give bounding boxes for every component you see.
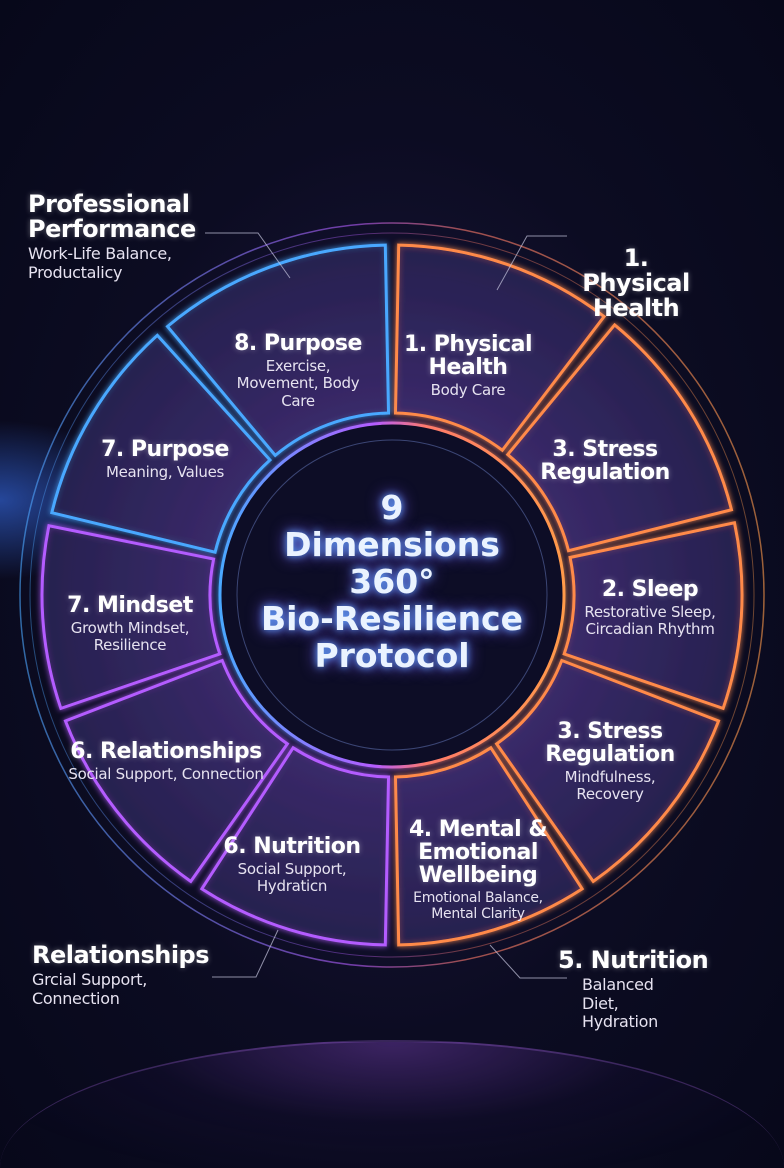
segment-nutrition[interactable]: 6. Nutrition Social Support, Hydraticn (222, 835, 362, 896)
segment-subtitle: Body Care (430, 381, 506, 400)
center-title-line: 360° (349, 561, 435, 601)
segment-stress-regulation[interactable]: 3. Stress Regulation Mindfulness, Recove… (535, 720, 685, 804)
callout-title: 1. Physical Health (582, 244, 690, 323)
callout-line-professional (205, 232, 291, 279)
segment-relationships[interactable]: 6. Relationships Social Support, Connect… (66, 740, 266, 783)
segment-title: 8. Purpose (234, 331, 362, 356)
callout-professional-performance: Professional Performance Work-Life Balan… (28, 190, 228, 282)
segment-mental-emotional[interactable]: 4. Mental & Emotional Wellbeing Emotiona… (398, 818, 558, 922)
segment-title: 1. Physical Health (403, 332, 533, 381)
wheel-segment[interactable] (165, 243, 391, 458)
segment-subtitle: Social Support, Hydraticn (237, 860, 347, 896)
hub-inner-ring (236, 439, 548, 751)
segment-title: 2. Sleep (601, 577, 699, 602)
segment-title: 6. Relationships (70, 739, 262, 764)
callout-title: Relationships (32, 941, 210, 969)
wheel-segment[interactable] (393, 243, 607, 453)
wheel-segment[interactable] (50, 333, 273, 555)
callout-line-physical (496, 235, 567, 291)
wheel-segment[interactable] (40, 524, 222, 711)
center-title-line: Protocol (314, 635, 470, 675)
wheel-segment[interactable] (199, 745, 391, 947)
segment-purpose-meaning[interactable]: 7. Purpose Meaning, Values (95, 438, 235, 481)
callout-line-nutrition (489, 944, 567, 979)
outer-ring-thin (29, 232, 755, 958)
segment-title: 7. Purpose (101, 437, 229, 462)
callout-subtitle: Grcial Support, Connection (32, 970, 148, 1008)
segment-purpose[interactable]: 8. Purpose Exercise, Movement, Body Care (228, 332, 368, 410)
segment-physical-health[interactable]: 1. Physical Health Body Care (398, 333, 538, 399)
center-title-line: Dimensions (284, 524, 500, 564)
segment-title: 7. Mindset (67, 593, 193, 618)
callout-nutrition: 5. Nutrition Balanced Diet, Hydration (558, 946, 738, 1031)
callout-subtitle: Balanced Diet, Hydration (582, 975, 658, 1031)
center-title-line: 9 (380, 488, 404, 527)
callout-physical-health: 1. Physical Health (566, 244, 706, 323)
segment-mindset[interactable]: 7. Mindset Growth Mindset, Resilience (50, 594, 210, 655)
segment-subtitle: Social Support, Connection (68, 765, 264, 784)
wheel-segment[interactable] (63, 658, 290, 884)
segment-subtitle: Exercise, Movement, Body Care (236, 357, 360, 410)
segment-subtitle: Emotional Balance, Mental Clarity (413, 890, 543, 923)
segment-subtitle: Growth Mindset, Resilience (70, 619, 190, 655)
segment-stress-regulation-upper[interactable]: 3. Stress Regulation (530, 438, 680, 484)
center-title-line: Bio-Resilience (260, 598, 524, 638)
segment-subtitle: Meaning, Values (105, 463, 225, 482)
wheel-segment[interactable] (494, 658, 721, 884)
segment-subtitle: Mindfulness, Recovery (564, 768, 656, 804)
callout-title: 5. Nutrition (558, 946, 709, 974)
segment-title: 6. Nutrition (223, 834, 361, 859)
center-title: 9 Dimensions 360° Bio-Resilience Protoco… (242, 488, 542, 675)
segment-sleep[interactable]: 2. Sleep Restorative Sleep, Circadian Rh… (570, 578, 730, 639)
wheel-segment[interactable] (562, 521, 744, 711)
center-hub (218, 421, 566, 769)
segment-title: 3. Stress Regulation (540, 437, 670, 486)
callout-relationships: Relationships Grcial Support, Connection (32, 941, 232, 1008)
callout-title: Professional Performance (28, 190, 196, 244)
callout-line-relationships (212, 929, 279, 978)
callout-subtitle: Work-Life Balance, Productalicy (28, 244, 172, 282)
segment-title: 3. Stress Regulation (545, 719, 675, 768)
wheel-segment[interactable] (505, 322, 734, 553)
segment-title: 4. Mental & Emotional Wellbeing (408, 817, 548, 889)
segment-subtitle: Restorative Sleep, Circadian Rhythm (584, 603, 716, 639)
wheel-segment[interactable] (393, 745, 585, 947)
outer-ring (19, 222, 765, 968)
